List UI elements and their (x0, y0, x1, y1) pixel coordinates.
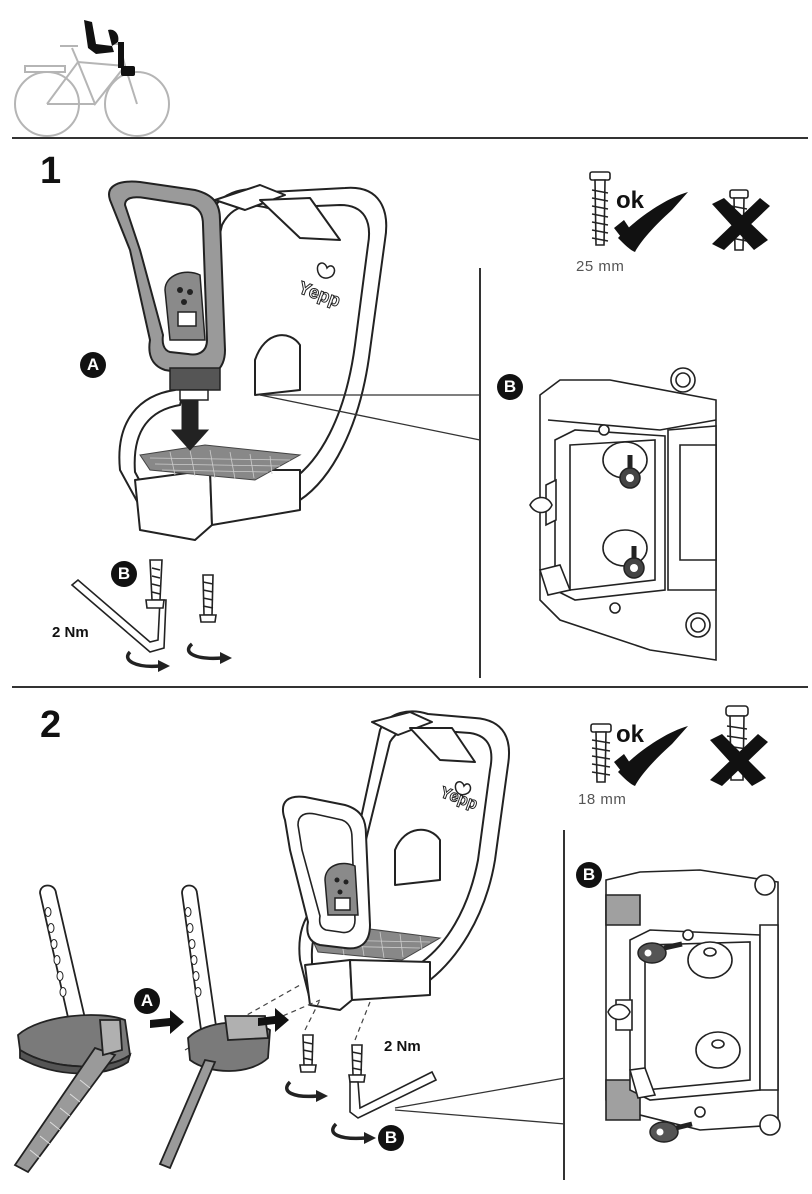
step-2-callout-b-tool: B (378, 1125, 404, 1151)
step-1-callout-b-tool: B (111, 561, 137, 587)
step-1-separator-line (479, 268, 481, 678)
step-2-callout-b-detail: B (576, 862, 602, 888)
step-1-number: 1 (40, 150, 62, 192)
step-divider (12, 686, 808, 688)
step-1-callout-a: A (80, 352, 106, 378)
step-2-torque-label: 2 Nm (384, 1038, 421, 1055)
step-2-callout-a: A (134, 988, 160, 1014)
step-1-torque-label: 2 Nm (52, 624, 89, 641)
step-2-ok-label: ok (616, 721, 645, 748)
step-1-callout-b-detail: B (497, 374, 523, 400)
step-2-separator-line (563, 830, 565, 1180)
step-2-screw-length: 18 mm (578, 791, 627, 808)
header-divider (12, 137, 808, 139)
bicycle-icon (14, 20, 170, 137)
step-1-screw-length: 25 mm (576, 258, 625, 275)
step-2-number: 2 (40, 704, 62, 746)
step-1-ok-label: ok (616, 187, 645, 214)
